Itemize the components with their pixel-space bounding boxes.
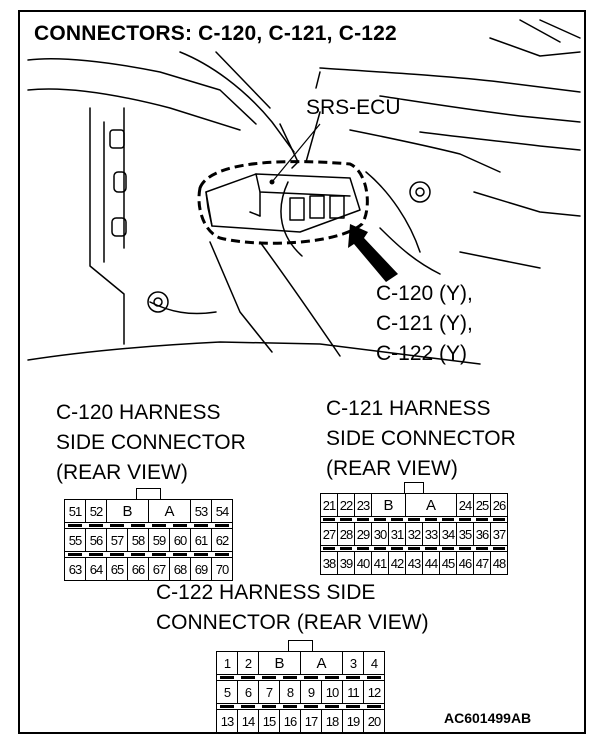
pin-cell: 40 <box>354 551 372 575</box>
pin-cell: 31 <box>388 522 406 546</box>
pin-cell: 46 <box>456 551 474 575</box>
pin-cell: 65 <box>106 557 128 581</box>
c120-heading: C-120 HARNESS SIDE CONNECTOR (REAR VIEW) <box>56 398 246 488</box>
heading-line: (REAR VIEW) <box>326 457 458 480</box>
pin-cell: 39 <box>337 551 355 575</box>
pin-cell: A <box>300 651 343 675</box>
srs-ecu-location-illustration <box>27 19 581 365</box>
heading-line: C-120 HARNESS <box>56 401 221 424</box>
pin-cell: 8 <box>279 680 301 704</box>
pin-cell: 64 <box>85 557 107 581</box>
pin-cell: 68 <box>169 557 191 581</box>
srs-ecu-label: SRS-ECU <box>306 96 401 119</box>
pin-cell: 44 <box>422 551 440 575</box>
heading-line: SIDE CONNECTOR <box>326 427 516 450</box>
pin-cell: B <box>371 493 406 517</box>
pin-cell: 12 <box>363 680 385 704</box>
pin-cell: A <box>148 499 191 523</box>
heading-line: C-122 HARNESS SIDE <box>156 581 376 604</box>
pin-cell: 5 <box>216 680 238 704</box>
heading-line: C-121 HARNESS <box>326 397 491 420</box>
pin-cell: 1 <box>216 651 238 675</box>
pin-cell: 37 <box>490 522 508 546</box>
pin-cell: 38 <box>320 551 338 575</box>
pin-cell: 20 <box>363 709 385 732</box>
pin-cell: 53 <box>190 499 212 523</box>
pin-cell: 4 <box>363 651 385 675</box>
pin-cell: 69 <box>190 557 212 581</box>
pin-cell: 70 <box>211 557 233 581</box>
pin-cell: 18 <box>321 709 343 732</box>
pin-cell: 36 <box>473 522 491 546</box>
pin-cell: 47 <box>473 551 491 575</box>
pin-cell: 54 <box>211 499 233 523</box>
pin-cell: 62 <box>211 528 233 552</box>
diagram-frame: CONNECTORS: C-120, C-121, C-122 SRS-ECU … <box>18 10 586 734</box>
pin-cell: 16 <box>279 709 301 732</box>
pin-cell: 56 <box>85 528 107 552</box>
connector-callout-c121: C-121 (Y), <box>376 312 473 335</box>
pin-cell: 60 <box>169 528 191 552</box>
pin-cell: 58 <box>127 528 149 552</box>
pin-cell: A <box>405 493 457 517</box>
pin-cell: 55 <box>64 528 86 552</box>
pin-cell: 24 <box>456 493 474 517</box>
pin-cell: 21 <box>320 493 338 517</box>
pin-cell: 3 <box>342 651 364 675</box>
pin-cell: 11 <box>342 680 364 704</box>
pin-cell: 33 <box>422 522 440 546</box>
pin-cell: B <box>258 651 301 675</box>
pin-cell: 52 <box>85 499 107 523</box>
pin-cell: 14 <box>237 709 259 732</box>
pin-cell: 9 <box>300 680 322 704</box>
pin-cell: 19 <box>342 709 364 732</box>
pin-cell: 48 <box>490 551 508 575</box>
c121-heading: C-121 HARNESS SIDE CONNECTOR (REAR VIEW) <box>326 394 516 484</box>
heading-line: SIDE CONNECTOR <box>56 431 246 454</box>
pin-cell: 17 <box>300 709 322 732</box>
pin-cell: 45 <box>439 551 457 575</box>
connector-callout-c122: C-122 (Y) <box>376 342 468 365</box>
heading-line: (REAR VIEW) <box>56 461 188 484</box>
pin-cell: 15 <box>258 709 280 732</box>
pin-cell: 61 <box>190 528 212 552</box>
pin-cell: B <box>106 499 149 523</box>
pin-cell: 10 <box>321 680 343 704</box>
pin-cell: 59 <box>148 528 170 552</box>
connector-callout-c120: C-120 (Y), <box>376 282 473 305</box>
pin-cell: 41 <box>371 551 389 575</box>
pin-cell: 7 <box>258 680 280 704</box>
pin-cell: 63 <box>64 557 86 581</box>
pin-cell: 51 <box>64 499 86 523</box>
pin-cell: 25 <box>473 493 491 517</box>
pin-cell: 35 <box>456 522 474 546</box>
c122-heading: C-122 HARNESS SIDE CONNECTOR (REAR VIEW) <box>156 578 429 638</box>
pin-cell: 29 <box>354 522 372 546</box>
figure-code: AC601499AB <box>444 710 532 726</box>
pin-cell: 32 <box>405 522 423 546</box>
pin-cell: 34 <box>439 522 457 546</box>
pin-cell: 6 <box>237 680 259 704</box>
pin-cell: 67 <box>148 557 170 581</box>
pin-cell: 43 <box>405 551 423 575</box>
heading-line: CONNECTOR (REAR VIEW) <box>156 611 429 634</box>
pin-cell: 42 <box>388 551 406 575</box>
pin-cell: 30 <box>371 522 389 546</box>
pin-cell: 26 <box>490 493 508 517</box>
pin-cell: 23 <box>354 493 372 517</box>
pin-cell: 28 <box>337 522 355 546</box>
pin-cell: 66 <box>127 557 149 581</box>
pin-cell: 13 <box>216 709 238 732</box>
pin-cell: 27 <box>320 522 338 546</box>
pin-cell: 22 <box>337 493 355 517</box>
pin-cell: 2 <box>237 651 259 675</box>
page-title: CONNECTORS: C-120, C-121, C-122 <box>34 22 397 45</box>
pin-cell: 57 <box>106 528 128 552</box>
